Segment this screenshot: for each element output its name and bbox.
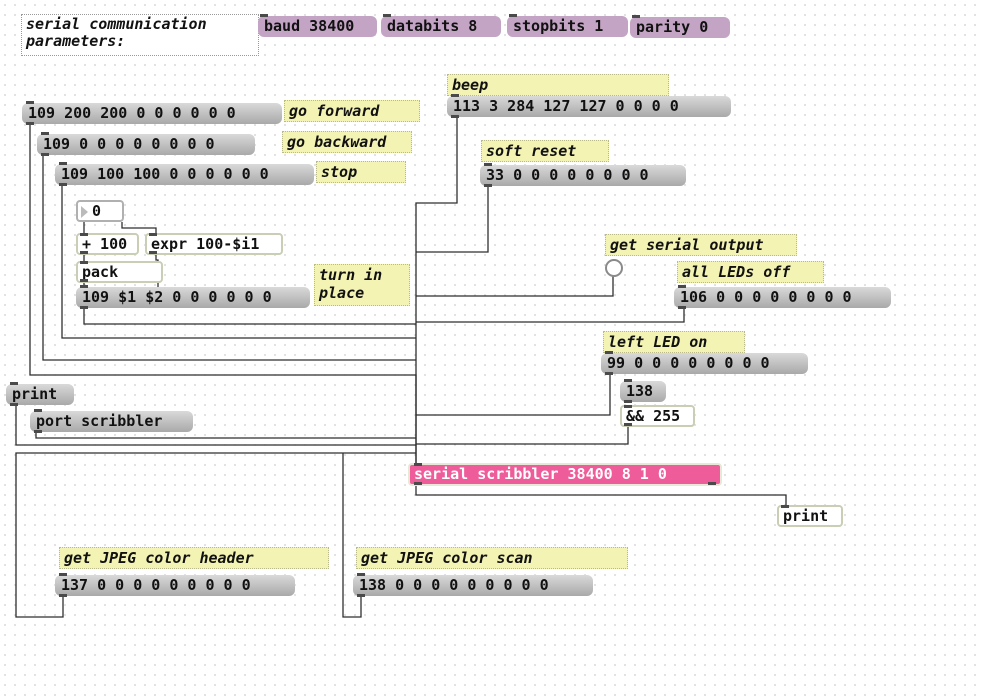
number-box-arrow-icon <box>81 206 88 218</box>
print-object[interactable]: print <box>777 505 843 527</box>
get-serial-output-comment: get serial output <box>605 234 797 256</box>
number-box[interactable]: 0 <box>76 200 124 222</box>
pack-object[interactable]: pack <box>76 261 163 283</box>
baud-message[interactable]: baud 38400 <box>258 14 377 37</box>
turn-in-place-comment: turn in place <box>314 264 410 306</box>
beep-comment: beep <box>447 74 669 96</box>
message-138[interactable]: 138 <box>620 379 666 403</box>
turn-in-place-message-text: 109 $1 $2 0 0 0 0 0 0 <box>82 288 272 306</box>
port-scribbler-message-text: port scribbler <box>36 412 163 430</box>
beep-message[interactable]: 113 3 284 127 127 0 0 0 0 <box>447 94 731 118</box>
left-led-on-message[interactable]: 99 0 0 0 0 0 0 0 0 <box>601 351 808 375</box>
databits-message[interactable]: databits 8 <box>381 14 501 37</box>
stop-message[interactable]: 109 100 100 0 0 0 0 0 0 <box>55 162 314 186</box>
plus-object[interactable]: + 100 <box>76 233 139 255</box>
beep-message-text: 113 3 284 127 127 0 0 0 0 <box>453 97 679 115</box>
stopbits-message-text: stopbits 1 <box>513 17 604 35</box>
baud-message-text: baud 38400 <box>264 17 355 35</box>
get-jpeg-scan-comment: get JPEG color scan <box>356 547 628 569</box>
all-leds-off-comment: all LEDs off <box>677 261 824 283</box>
number-box-value: 0 <box>92 202 102 220</box>
databits-message-text: databits 8 <box>387 17 478 35</box>
and-255-object[interactable]: && 255 <box>620 405 695 427</box>
stopbits-message[interactable]: stopbits 1 <box>507 14 628 37</box>
port-scribbler-message[interactable]: port scribbler <box>30 409 193 433</box>
stop-message-text: 109 100 100 0 0 0 0 0 0 <box>61 165 269 183</box>
all-leds-off-message-text: 106 0 0 0 0 0 0 0 0 <box>680 288 852 306</box>
get-jpeg-header-comment: get JPEG color header <box>59 547 329 569</box>
and-255-object-text: && 255 <box>626 407 681 425</box>
soft-reset-message[interactable]: 33 0 0 0 0 0 0 0 0 <box>480 163 686 187</box>
left-led-on-message-text: 99 0 0 0 0 0 0 0 0 <box>607 354 770 372</box>
jpeg-header-message[interactable]: 137 0 0 0 0 0 0 0 0 0 <box>55 573 295 597</box>
expr-object-text: expr 100-$i1 <box>151 235 260 253</box>
left-led-on-comment: left LED on <box>603 331 745 353</box>
expr-object[interactable]: expr 100-$i1 <box>145 233 283 255</box>
print-object-text: print <box>783 507 829 525</box>
pack-object-text: pack <box>82 263 119 281</box>
turn-in-place-message[interactable]: 109 $1 $2 0 0 0 0 0 0 <box>76 285 310 309</box>
jpeg-scan-message[interactable]: 138 0 0 0 0 0 0 0 0 0 <box>353 573 593 597</box>
stop-comment: stop <box>316 161 406 183</box>
message-138-text: 138 <box>626 382 654 400</box>
parity-message[interactable]: parity 0 <box>630 15 730 38</box>
all-leds-off-message[interactable]: 106 0 0 0 0 0 0 0 0 <box>674 285 891 309</box>
go-forward-message[interactable]: 109 200 200 0 0 0 0 0 0 <box>22 101 282 125</box>
print-message[interactable]: print <box>6 382 74 406</box>
serial-scribbler-object[interactable]: serial scribbler 38400 8 1 0 <box>408 463 722 486</box>
serial-scribbler-object-text: serial scribbler 38400 8 1 0 <box>414 465 667 483</box>
go-backward-comment: go backward <box>282 131 412 153</box>
serial-params-comment: serial communication parameters: <box>21 14 259 56</box>
go-forward-message-text: 109 200 200 0 0 0 0 0 0 <box>28 104 236 122</box>
soft-reset-comment: soft reset <box>481 140 609 162</box>
jpeg-header-message-text: 137 0 0 0 0 0 0 0 0 0 <box>61 576 251 594</box>
plus-object-text: + 100 <box>82 235 128 253</box>
jpeg-scan-message-text: 138 0 0 0 0 0 0 0 0 0 <box>359 576 549 594</box>
go-backward-message[interactable]: 109 0 0 0 0 0 0 0 0 <box>37 132 255 156</box>
go-backward-message-text: 109 0 0 0 0 0 0 0 0 <box>43 135 215 153</box>
parity-message-text: parity 0 <box>636 18 709 36</box>
serial-output-toggle[interactable] <box>605 259 623 277</box>
print-message-text: print <box>12 385 58 403</box>
soft-reset-message-text: 33 0 0 0 0 0 0 0 0 <box>486 166 649 184</box>
go-forward-comment: go forward <box>284 100 420 122</box>
